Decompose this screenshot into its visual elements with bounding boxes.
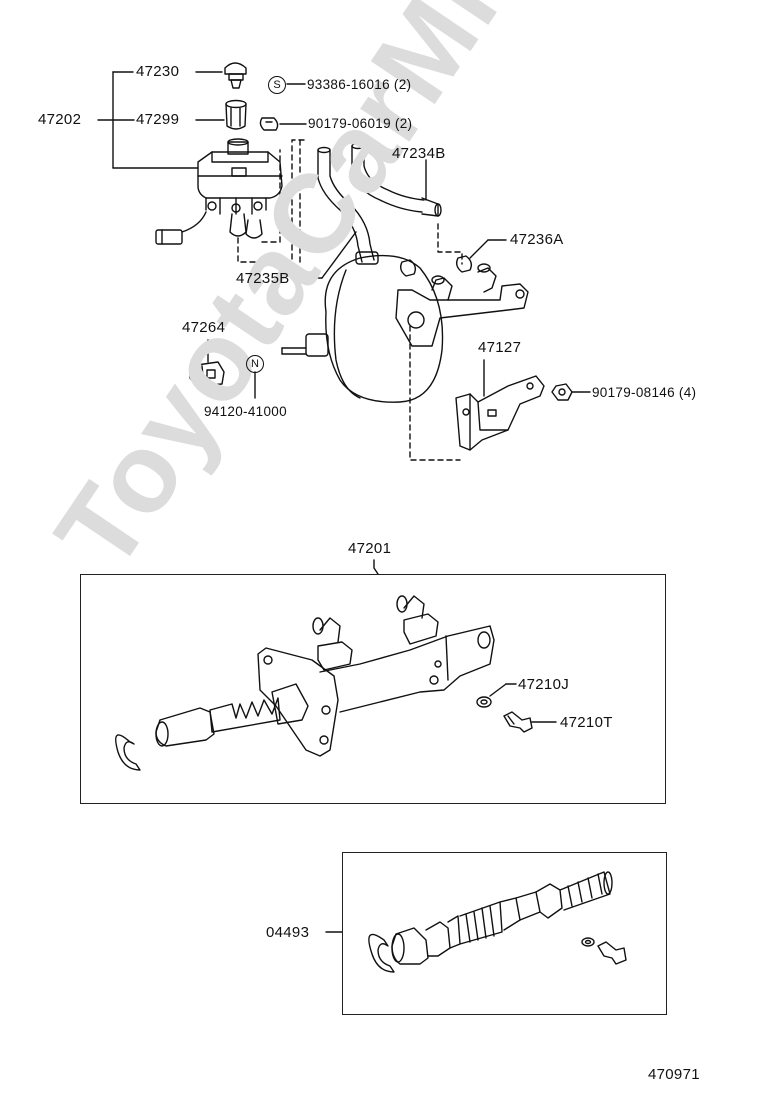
reservoir-outlet-clips: [229, 213, 263, 239]
master-cylinder-frame: [80, 574, 666, 804]
label-04493: 04493: [266, 924, 310, 941]
label-47230: 47230: [136, 63, 180, 80]
diagram-id: 470971: [648, 1066, 700, 1083]
symbol-s-icon: S: [268, 76, 286, 94]
master-cylinder-47201: [155, 595, 495, 757]
label-90179-08146: 90179-08146 (4): [592, 385, 697, 400]
repair-kit-frame: [342, 852, 667, 1015]
label-94120-41000: 94120-41000: [204, 404, 287, 419]
reservoir-hose-47235b: [317, 146, 379, 265]
label-47210t: 47210T: [560, 714, 613, 731]
strainer-47299: [225, 99, 247, 130]
bolt-04493: [597, 941, 627, 965]
dashed-leader-reservoir: [237, 139, 309, 263]
hose-clip-90179-06019: [259, 117, 279, 131]
reservoir-body: [197, 138, 283, 215]
label-47210j: 47210J: [518, 676, 570, 693]
master-cylinder-bracket-47127: [455, 375, 545, 451]
label-47264: 47264: [182, 319, 226, 336]
label-47236a: 47236A: [510, 231, 564, 248]
reservoir-hose-47234b: [351, 142, 442, 217]
brake-booster: [281, 254, 529, 403]
level-sensor-connector: [155, 211, 207, 245]
label-47235b: 47235B: [236, 270, 290, 287]
label-47201: 47201: [348, 540, 392, 557]
label-47299: 47299: [136, 111, 180, 128]
symbol-n-icon: N: [246, 355, 264, 373]
hose-clip-47264: [189, 361, 225, 387]
hose-clamp-47236a: [399, 255, 473, 277]
label-47234b: 47234B: [392, 145, 446, 162]
reservoir-group-bracket: [97, 71, 199, 169]
gasket-04493: [581, 937, 595, 947]
label-93386-16016: 93386-16016 (2): [307, 77, 412, 92]
gasket-47210j: [476, 696, 492, 708]
snap-ring-04493: [368, 933, 395, 973]
label-47127: 47127: [478, 339, 522, 356]
bolt-47210t: [503, 711, 533, 733]
label-47202: 47202: [38, 111, 82, 128]
reservoir-cap-47230: [224, 62, 247, 89]
repair-kit-04493: [391, 871, 613, 965]
nut-90179-08146: [551, 383, 573, 401]
snap-ring-47201: [115, 734, 141, 771]
label-90179-06019: 90179-06019 (2): [308, 116, 413, 131]
